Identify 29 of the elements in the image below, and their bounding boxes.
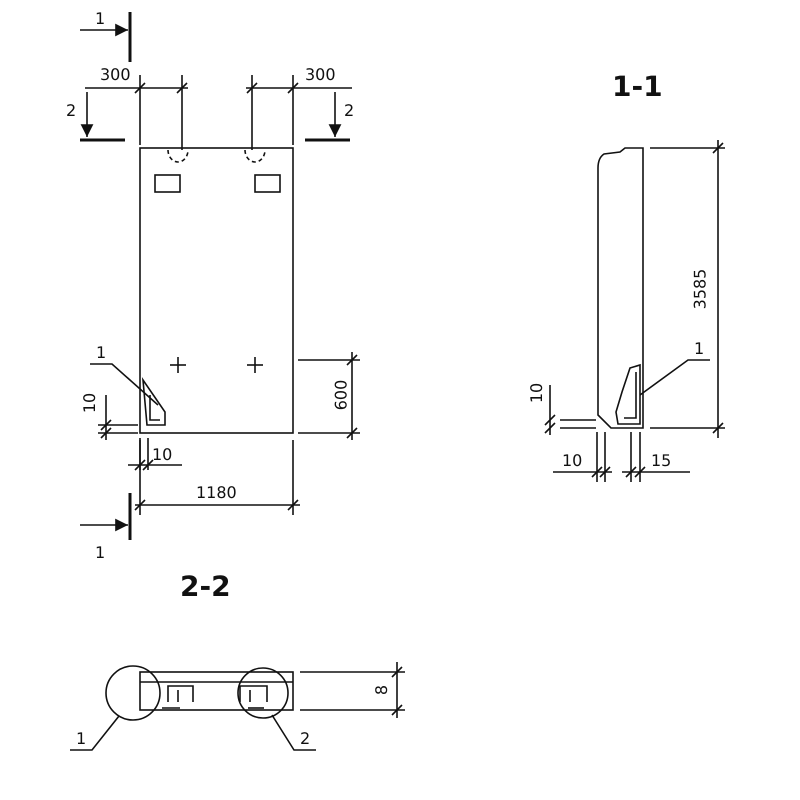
callout-number: 1: [694, 340, 704, 358]
dimension-value: 600: [332, 380, 350, 410]
detail-circle: [105, 665, 161, 721]
section-title: 2-2: [180, 572, 231, 602]
dimension-value: 10: [81, 392, 100, 414]
dimension-value: 3585: [691, 268, 710, 310]
section-mark: 1: [95, 10, 106, 28]
leader-line: [640, 359, 710, 396]
section-title: 1-1: [612, 72, 663, 102]
dimension-value: 300: [100, 66, 131, 84]
dimension-value: 10: [528, 382, 546, 404]
dimension-value: 8: [373, 684, 392, 696]
insert-plate-drawing: [142, 379, 166, 426]
section-mark: 1: [95, 544, 106, 562]
section-mark: 2: [66, 102, 76, 120]
leader-line: [70, 716, 120, 751]
dimension-value: 1180: [196, 484, 237, 502]
leader-line: [271, 714, 316, 751]
section-mark: 2: [344, 102, 354, 120]
insert-plate-drawing: [615, 364, 641, 425]
dimension-value: 300: [305, 66, 336, 84]
dimension-value: 15: [651, 452, 672, 470]
leader-line: [90, 363, 159, 406]
callout-number: 1: [76, 730, 86, 748]
dimension-value: 10: [562, 452, 582, 470]
callout-number: 1: [96, 344, 106, 362]
dimension-value: 10: [152, 446, 172, 464]
detail-circle: [237, 667, 289, 719]
callout-number: 2: [300, 730, 310, 748]
